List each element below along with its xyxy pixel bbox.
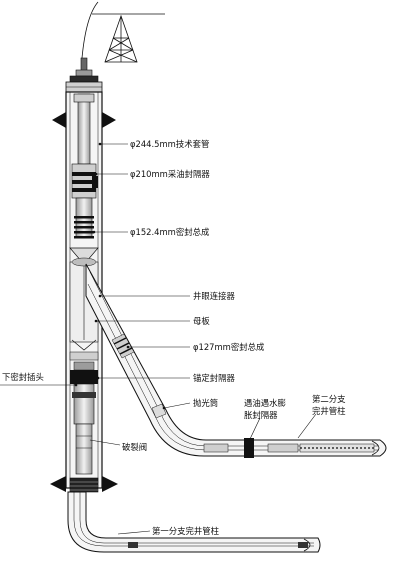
seal-assembly-127 (111, 333, 135, 359)
label-packer-210: φ210mm采油封隔器 (130, 169, 210, 179)
bottom-packer (69, 477, 99, 493)
leader-lines (0, 143, 317, 535)
labels: φ244.5mm技术套管 φ210mm采油封隔器 φ152.4mm密封总成 井眼… (2, 139, 346, 536)
derrick-cable (81, 1, 99, 59)
label-branch2-1: 第二分支 (312, 394, 346, 404)
label-seal-152: φ152.4mm密封总成 (130, 227, 210, 237)
label-branch2-2: 完井管柱 (312, 406, 346, 416)
surface-rig (81, 1, 165, 63)
label-mother-plate: 母板 (193, 316, 210, 326)
label-lower-seal-plug: 下密封插头 (2, 372, 44, 382)
label-wellbore-connector: 井眼连接器 (193, 291, 235, 301)
packer-210 (71, 163, 98, 199)
label-seal-127: φ127mm密封总成 (193, 342, 265, 352)
leader-dots (74, 142, 166, 410)
tubing-string (73, 93, 95, 165)
rupture-valve (75, 423, 93, 475)
label-tech-casing: φ244.5mm技术套管 (130, 139, 209, 149)
label-branch1: 第一分支完井管柱 (152, 526, 220, 536)
lower-seal-plug (72, 383, 96, 425)
label-swell-packer-1: 遇油遇水膨 (244, 398, 286, 408)
label-anchor-packer: 锚定封隔器 (193, 373, 235, 383)
label-polished-bore: 抛光筒 (193, 398, 218, 408)
label-rupture-valve: 破裂阀 (122, 442, 147, 452)
polished-bore (151, 403, 167, 419)
branch-2-lateral (85, 263, 387, 458)
swell-packer (203, 438, 380, 458)
casing-shoulder-bottom (50, 476, 118, 492)
seal-assembly-152 (74, 197, 94, 239)
wellhead (65, 57, 103, 93)
casing-shoulder-top (52, 112, 116, 128)
branch-1-lateral (67, 491, 321, 553)
label-swell-packer-2: 胀封隔器 (244, 410, 278, 420)
anchor-packer (69, 351, 99, 384)
